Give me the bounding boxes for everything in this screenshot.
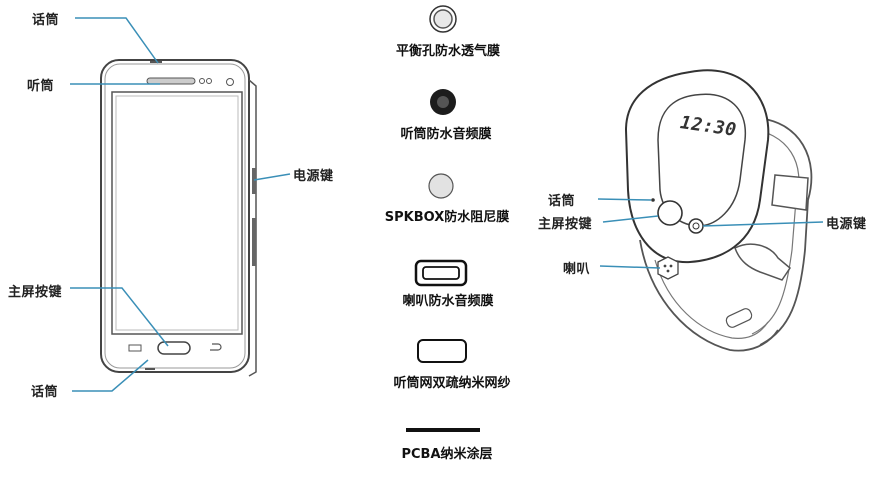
watch-strap-back (754, 117, 813, 346)
watch-leader-home-key (602, 215, 659, 223)
leader-mic-bottom (72, 359, 149, 392)
spkbox-membrane-icon (428, 173, 454, 199)
watch-mic-hole (651, 198, 655, 202)
watch-leader-mic (597, 198, 652, 201)
watch-label-speaker: 喇叭 (563, 262, 591, 277)
watch-strap-back-inner (744, 127, 800, 335)
phone-menu-key (128, 344, 142, 352)
phone-earpiece-grille (146, 77, 196, 85)
balance-hole-icon (429, 5, 457, 33)
phone-label-mic-top: 话筒 (32, 13, 60, 28)
watch-label-mic: 话筒 (548, 194, 576, 209)
leader-mic-top (75, 17, 159, 64)
phone-front-camera (226, 78, 234, 86)
watch-clasp (734, 243, 791, 281)
phone-volume-side-key (252, 218, 256, 266)
watch-buckle (771, 174, 809, 211)
watch-home-button (657, 200, 683, 226)
watch-strap-hole (725, 308, 753, 328)
pcba-coating-icon (406, 428, 480, 432)
watch-label-home-key: 主屏按键 (538, 217, 593, 232)
phone-bottom-mic (145, 368, 155, 370)
watch-power-button-inner (692, 222, 700, 230)
watch-strap-bottom-inner (654, 259, 769, 339)
phone-power-side-key (252, 168, 256, 194)
legend-label-pcba-coating: PCBA纳米涂层 (401, 447, 493, 462)
legend-label-spkbox-membrane: SPKBOX防水阻尼膜 (384, 210, 510, 225)
speaker-membrane-icon (414, 259, 468, 287)
phone-back-key (210, 343, 222, 351)
phone-screen (111, 91, 243, 335)
watch-leader-power-key (702, 221, 824, 227)
earpiece-membrane-icon (430, 89, 456, 115)
legend-label-earpiece-membrane: 听筒防水音频膜 (400, 127, 492, 142)
legend-label-balance-hole: 平衡孔防水透气膜 (395, 44, 501, 59)
phone-sensor-2 (206, 78, 212, 84)
watch-power-button (688, 218, 704, 234)
phone-body-inner (104, 63, 246, 369)
phone-top-mic (150, 61, 162, 63)
watch-strap-bottom (639, 239, 779, 352)
legend-label-earpiece-mesh: 听筒网双疏纳米网纱 (393, 376, 511, 391)
watch-speaker-grille (657, 256, 679, 280)
legend-label-speaker-membrane: 喇叭防水音频膜 (402, 294, 494, 309)
phone-label-mic-bottom: 话筒 (31, 385, 59, 400)
earpiece-mesh-icon (417, 339, 467, 363)
phone-label-power-key: 电源键 (293, 169, 334, 184)
leader-power-key (253, 173, 291, 181)
watch-leader-speaker (599, 265, 661, 269)
phone-home-button (157, 341, 191, 355)
phone-label-home-key: 主屏按键 (8, 285, 63, 300)
watch-label-power-key: 电源键 (826, 217, 867, 232)
phone-label-earpiece: 听筒 (27, 79, 55, 94)
leader-home-key (70, 287, 169, 347)
phone-screen-inner (115, 95, 239, 331)
phone-sensor-1 (199, 78, 205, 84)
